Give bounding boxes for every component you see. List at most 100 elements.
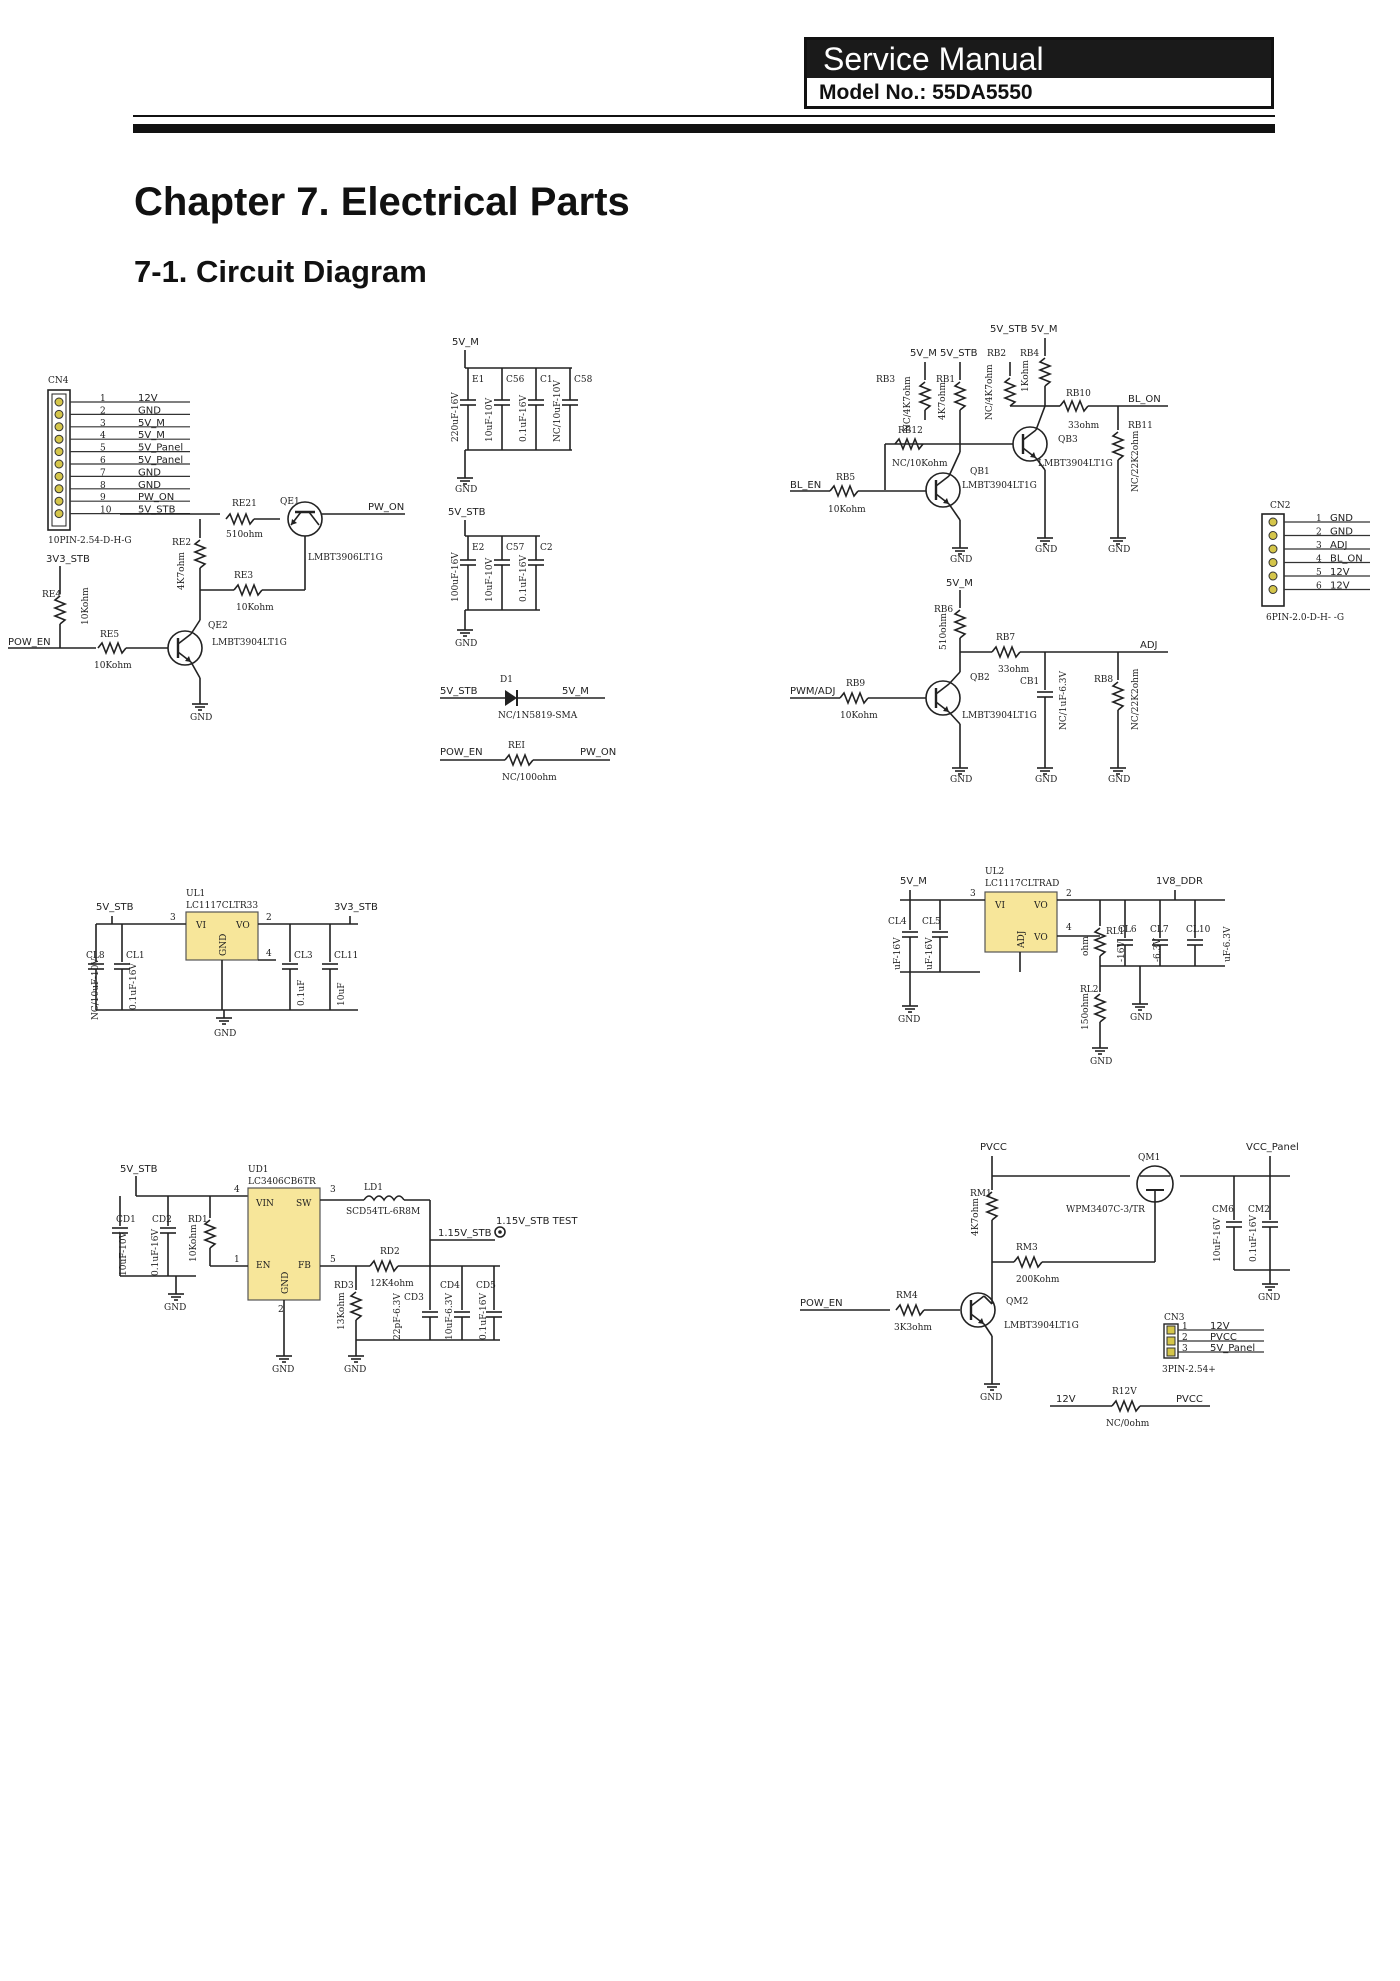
svg-text:QM1: QM1: [1138, 1153, 1160, 1163]
cn2-pin-net: GND: [1330, 527, 1353, 538]
capacitor-ref: C1: [540, 375, 553, 385]
cn3-pin-net: 12V: [1210, 1321, 1230, 1332]
cn4-pin-num: 7: [100, 468, 106, 478]
svg-text:CD2: CD2: [152, 1215, 172, 1225]
svg-text:GND: GND: [219, 934, 229, 956]
svg-text:RB8: RB8: [1094, 675, 1113, 685]
cn4-pin-net: 5V_Panel: [138, 443, 183, 454]
cn4-pin-num: 1: [100, 394, 106, 404]
capacitor-value: 100uF-16V: [451, 552, 461, 602]
svg-text:CL6: CL6: [1118, 925, 1137, 935]
svg-text:1.15V_STB TEST: 1.15V_STB TEST: [496, 1216, 578, 1227]
cn4-pin-dot: [54, 422, 64, 432]
cn3-pin-net: 5V_Panel: [1210, 1343, 1255, 1354]
svg-text:4: 4: [1066, 923, 1072, 933]
svg-text:0.1uF-16V: 0.1uF-16V: [151, 1229, 161, 1276]
svg-text:NC/100ohm: NC/100ohm: [502, 773, 557, 783]
svg-text:RB2: RB2: [987, 349, 1006, 359]
svg-text:GND: GND: [1130, 1013, 1152, 1023]
svg-text:GND: GND: [980, 1393, 1002, 1403]
svg-text:NC/10uF-10V: NC/10uF-10V: [91, 958, 101, 1020]
chapter-title: Chapter 7. Electrical Parts: [134, 180, 630, 224]
svg-text:GND: GND: [1108, 775, 1130, 785]
svg-text:RD3: RD3: [334, 1281, 354, 1291]
svg-text:RB1: RB1: [936, 375, 955, 385]
svg-text:UD1: UD1: [248, 1165, 269, 1175]
section-title: 7-1. Circuit Diagram: [134, 254, 427, 289]
cn4-pin-num: 8: [100, 481, 106, 491]
svg-text:1.15V_STB: 1.15V_STB: [438, 1228, 492, 1239]
svg-text:RD1: RD1: [188, 1215, 208, 1225]
svg-text:QE2: QE2: [208, 621, 228, 631]
svg-text:GND: GND: [214, 1029, 236, 1039]
pw-on-circuit: RE21 510ohm QE1 LMBT3906LT1G PW_ON RE2 4…: [8, 497, 405, 723]
svg-text:RE2: RE2: [172, 538, 191, 548]
cn4-pin-num: 2: [100, 406, 106, 416]
svg-text:GND: GND: [1035, 775, 1057, 785]
svg-text:RE4: RE4: [42, 590, 61, 600]
svg-text:RE5: RE5: [100, 630, 119, 640]
svg-text:NC/22K2ohm: NC/22K2ohm: [1131, 668, 1141, 730]
svg-text:GND: GND: [1090, 1057, 1112, 1067]
svg-text:RB3: RB3: [876, 375, 895, 385]
svg-text:NC/4K7ohm: NC/4K7ohm: [985, 364, 995, 420]
svg-text:CM2: CM2: [1248, 1205, 1270, 1215]
svg-text:CL3: CL3: [294, 951, 313, 961]
svg-text:0.1uF-16V: 0.1uF-16V: [1249, 1215, 1259, 1262]
svg-text:RM1: RM1: [970, 1189, 992, 1199]
svg-text:NC/0ohm: NC/0ohm: [1106, 1419, 1150, 1429]
panel-power-circuit: PVCC VCC_Panel QM1 WPM3407C-3/TR RM1 4K7…: [800, 1142, 1299, 1403]
cn4-pin-dot: [54, 397, 64, 407]
svg-text:22pF-6.3V: 22pF-6.3V: [393, 1293, 403, 1340]
cn2-pin-net: 12V: [1330, 567, 1350, 578]
svg-text:RB4: RB4: [1020, 349, 1039, 359]
cn2-pin-dot: [1268, 531, 1278, 540]
svg-text:4: 4: [266, 949, 272, 959]
svg-text:5V_M: 5V_M: [452, 337, 479, 348]
svg-text:uF-16V: uF-16V: [893, 937, 903, 970]
capacitor-ref: C2: [540, 543, 553, 553]
svg-text:1V8_DDR: 1V8_DDR: [1156, 876, 1203, 887]
capacitor-value: 10uF-10V: [485, 557, 495, 602]
svg-text:CD4: CD4: [440, 1281, 460, 1291]
svg-text:GND: GND: [281, 1272, 291, 1294]
svg-text:FB: FB: [298, 1261, 311, 1271]
cn4-pin-net: 5V_M: [138, 418, 165, 429]
svg-text:NC/1N5819-SMA: NC/1N5819-SMA: [498, 711, 578, 721]
cn4-pin-net: 12V: [138, 393, 158, 404]
svg-text:33ohm: 33ohm: [1068, 421, 1100, 431]
svg-text:5V_STB: 5V_STB: [96, 902, 134, 913]
svg-text:LMBT3904LT1G: LMBT3904LT1G: [962, 711, 1037, 721]
svg-text:VI: VI: [195, 921, 206, 931]
svg-text:10Kohm: 10Kohm: [81, 587, 91, 625]
cn2-pin-dot: [1268, 517, 1278, 527]
ud1-buck: 5V_STB UD1 LC3406CB6TR VIN SW EN FB GND …: [111, 1164, 578, 1375]
svg-text:3V3_STB: 3V3_STB: [334, 902, 378, 913]
cn2-pin-dot: [1268, 544, 1278, 554]
cn3-pin-dot: [1166, 1325, 1176, 1335]
svg-text:0.1uF: 0.1uF: [297, 980, 307, 1006]
capacitor-ref: C56: [506, 375, 525, 385]
cn4-pin-num: 6: [100, 456, 106, 466]
svg-text:CD1: CD1: [116, 1215, 136, 1225]
svg-text:200Kohm: 200Kohm: [1016, 1275, 1060, 1285]
cn2-pin-num: 4: [1316, 555, 1322, 565]
svg-text:LC1117CLTR33: LC1117CLTR33: [186, 901, 258, 911]
svg-text:ohm: ohm: [1081, 936, 1091, 956]
capacitor-value: NC/10uF-10V: [553, 380, 563, 442]
svg-text:VI: VI: [994, 901, 1005, 911]
svg-text:RE3: RE3: [234, 571, 253, 581]
svg-text:CL5: CL5: [922, 917, 941, 927]
svg-text:NC/10Kohm: NC/10Kohm: [892, 459, 948, 469]
svg-text:2: 2: [266, 913, 272, 923]
cn4-pin-net: PW_ON: [138, 492, 174, 503]
svg-text:CL8: CL8: [86, 951, 105, 961]
cn2-pin-num: 3: [1316, 541, 1322, 551]
svg-text:10Kohm: 10Kohm: [94, 661, 132, 671]
caps-5vm: 5V_M GND E1220uF-16VC5610uF-10VC10.1uF-1…: [451, 337, 593, 495]
svg-text:LMBT3904LT1G: LMBT3904LT1G: [1004, 1321, 1079, 1331]
svg-text:LMBT3906LT1G: LMBT3906LT1G: [308, 553, 383, 563]
svg-text:10uF-16V: 10uF-16V: [1213, 1217, 1223, 1262]
